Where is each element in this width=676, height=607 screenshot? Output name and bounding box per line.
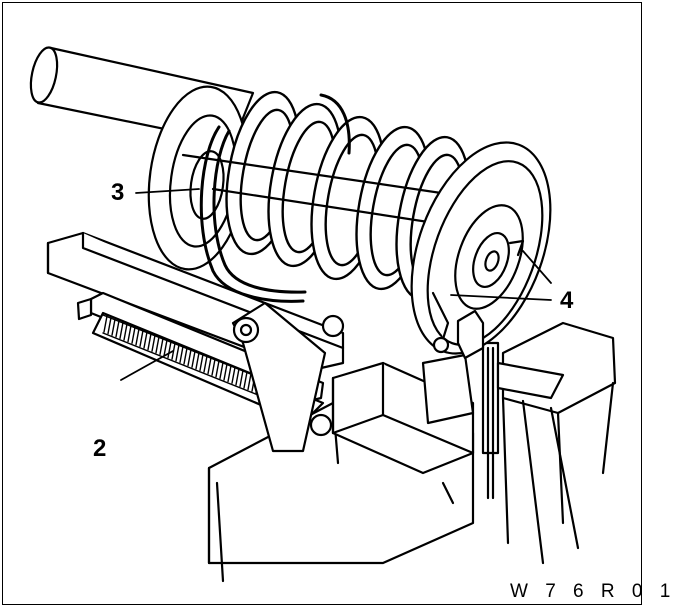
top-mount-plate (410, 141, 552, 360)
callout-2: 2 (93, 435, 107, 462)
vice-jaws (331, 341, 565, 500)
swing-arm (231, 301, 345, 453)
spring-hook (199, 93, 351, 303)
rear-spring-plate (147, 85, 249, 271)
figure-code: W 7 6 R 0 1 (510, 581, 676, 602)
leader-lines (120, 188, 552, 381)
callout-3: 3 (111, 179, 125, 206)
spring-compressor-drawing (29, 46, 617, 583)
callout-4: 4 (560, 287, 574, 314)
